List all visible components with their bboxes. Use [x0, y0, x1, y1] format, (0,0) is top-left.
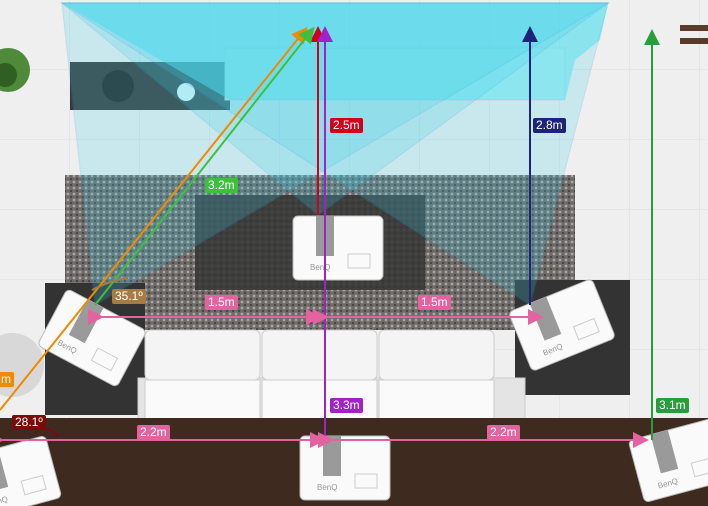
projector-lens	[323, 436, 341, 476]
projection-beam	[61, 2, 611, 306]
label-right-throw: 2.8m	[533, 118, 566, 133]
brand-logo: BenQ	[0, 494, 9, 506]
arrow-far-left-diagonal	[0, 26, 308, 411]
arrow-left-diagonal	[94, 26, 315, 306]
projection-beam	[60, 2, 610, 216]
projector: BenQ	[509, 279, 615, 371]
brand-logo: BenQ	[310, 263, 330, 272]
label-center-throw: 2.5m	[330, 118, 363, 133]
label-far-left-partial: m	[0, 372, 14, 387]
projector: BenQ	[628, 418, 708, 502]
projector-lens	[650, 430, 679, 474]
label-rear-throw: 3.3m	[330, 398, 363, 413]
label-left-angle: 35.1º	[112, 289, 146, 304]
projector: BenQ	[299, 435, 391, 501]
label-left-offset: 1.5m	[205, 295, 238, 310]
projected-image	[62, 3, 608, 100]
plant	[0, 48, 30, 92]
label-rear-left-offset: 2.2m	[137, 425, 170, 440]
brand-logo: BenQ	[317, 483, 337, 492]
label-right-offset: 1.5m	[418, 295, 451, 310]
projection-beams	[59, 2, 611, 306]
label-rear-right-offset: 2.2m	[487, 425, 520, 440]
projector-lens	[0, 448, 9, 492]
shelf-right	[680, 25, 708, 44]
label-far-right-throw: 3.1m	[656, 398, 689, 413]
projector-lens	[529, 296, 562, 341]
angle-arc-left	[91, 277, 129, 291]
projector: BenQ	[292, 215, 384, 281]
label-far-left-angle: 28.1º	[12, 415, 46, 430]
projection-beam	[59, 2, 609, 306]
measurement-arrows	[0, 26, 660, 448]
label-left-diagonal: 3.2m	[205, 178, 238, 193]
